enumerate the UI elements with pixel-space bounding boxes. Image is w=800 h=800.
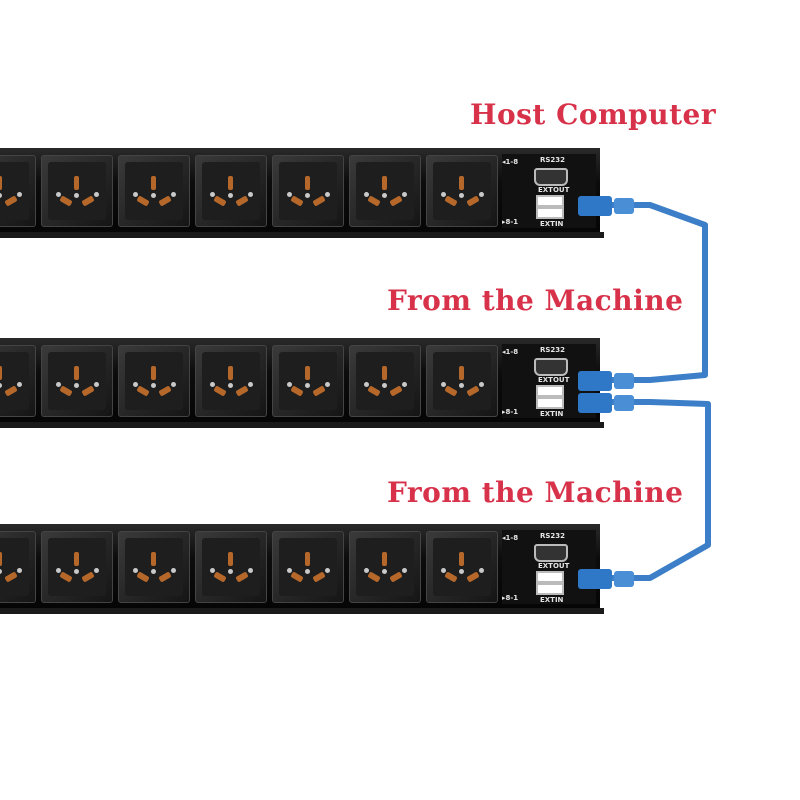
- extout-label: EXTOUT: [538, 562, 570, 570]
- extin-label: EXTIN: [540, 410, 564, 418]
- usb-port-in[interactable]: [536, 583, 564, 595]
- rs232-label: RS232: [540, 532, 566, 540]
- power-outlet: [41, 345, 113, 417]
- power-outlet: [426, 345, 498, 417]
- power-outlet: [195, 531, 267, 603]
- usb-plug: [614, 395, 634, 411]
- extin-label: EXTIN: [540, 596, 564, 604]
- power-outlet: [41, 531, 113, 603]
- power-outlet: [195, 345, 267, 417]
- usb-port-out[interactable]: [536, 571, 564, 583]
- power-outlet: [41, 155, 113, 227]
- channel-up-label: ◂1-8: [502, 158, 519, 166]
- channel-up-label: ◂1-8: [502, 534, 519, 542]
- power-outlet: [272, 155, 344, 227]
- rs232-port[interactable]: [534, 168, 568, 186]
- usb-plug: [578, 393, 612, 413]
- usb-plug: [578, 569, 612, 589]
- usb-plug: [614, 198, 634, 214]
- rs232-port[interactable]: [534, 358, 568, 376]
- channel-up-label: ◂1-8: [502, 348, 519, 356]
- power-outlet: [0, 155, 36, 227]
- usb-cable-bottom: [590, 399, 711, 581]
- power-outlet: [0, 531, 36, 603]
- channel-down-label: ▸8-1: [502, 408, 519, 416]
- channel-down-label: ▸8-1: [502, 218, 519, 226]
- extout-label: EXTOUT: [538, 186, 570, 194]
- power-outlet: [118, 531, 190, 603]
- power-outlet: [118, 345, 190, 417]
- channel-down-label: ▸8-1: [502, 594, 519, 602]
- usb-plug: [578, 196, 612, 216]
- machine-label-1: From the Machine: [387, 284, 684, 317]
- rs232-label: RS232: [540, 156, 566, 164]
- power-outlet: [118, 155, 190, 227]
- usb-port-in[interactable]: [536, 207, 564, 219]
- machine-label-2: From the Machine: [387, 476, 684, 509]
- usb-plug: [614, 373, 634, 389]
- usb-plug: [614, 571, 634, 587]
- extin-label: EXTIN: [540, 220, 564, 228]
- usb-port-out[interactable]: [536, 195, 564, 207]
- rs232-label: RS232: [540, 346, 566, 354]
- power-outlet: [349, 531, 421, 603]
- rs232-port[interactable]: [534, 544, 568, 562]
- usb-cable-top: [590, 202, 708, 383]
- power-outlet: [349, 345, 421, 417]
- power-outlet: [426, 155, 498, 227]
- usb-port-out[interactable]: [536, 385, 564, 397]
- usb-plug: [578, 371, 612, 391]
- power-outlet: [195, 155, 267, 227]
- power-outlet: [272, 345, 344, 417]
- power-outlet: [426, 531, 498, 603]
- power-outlet: [0, 345, 36, 417]
- usb-port-in[interactable]: [536, 397, 564, 409]
- power-outlet: [272, 531, 344, 603]
- extout-label: EXTOUT: [538, 376, 570, 384]
- host-computer-label: Host Computer: [470, 98, 717, 131]
- power-outlet: [349, 155, 421, 227]
